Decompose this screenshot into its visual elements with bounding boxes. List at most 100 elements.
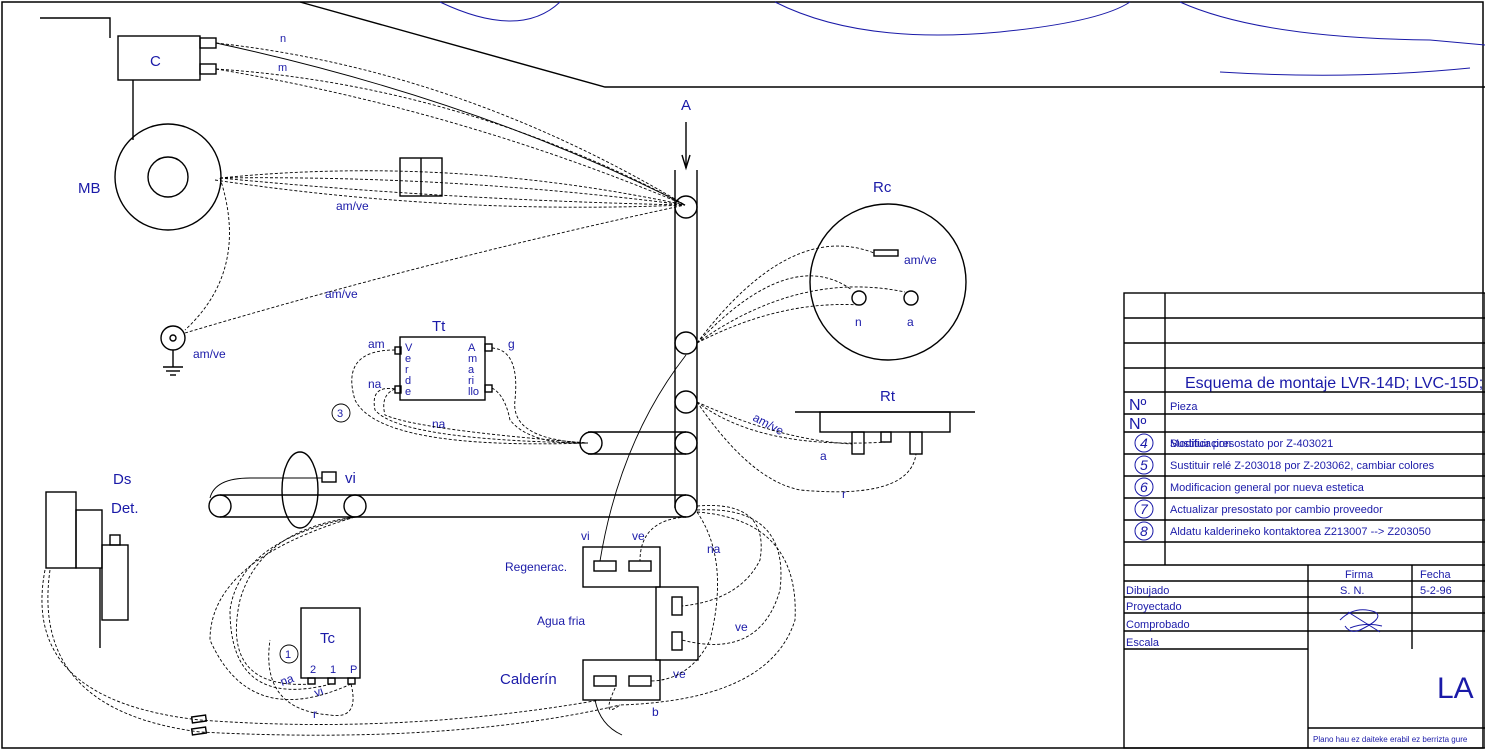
- valve-label-ve-2: ve: [735, 620, 748, 634]
- tt-verde-letter: r: [405, 364, 409, 376]
- tt-label-na-2: na: [432, 417, 446, 431]
- component-rc: Rc am/ve n a: [696, 179, 967, 361]
- label-tc: Tc: [320, 630, 336, 647]
- tb-mod-text: Modificacion general por nueva estetica: [1170, 482, 1365, 494]
- tb-modificacion: Modificacion: [1170, 438, 1231, 450]
- label-mb: MB: [78, 180, 101, 197]
- probe-label-vi: vi: [345, 470, 356, 487]
- component-rt: Rt am/ve a r: [696, 388, 975, 501]
- tb-pieza: Pieza: [1170, 401, 1198, 413]
- label-c: C: [150, 53, 161, 70]
- tt-verde-letter: d: [405, 375, 411, 387]
- tb-mod-number: 4: [1140, 435, 1148, 451]
- tt-label-am: am: [368, 337, 385, 351]
- tt-amarillo-letter: ri: [468, 375, 474, 387]
- tt-verde-letter: V: [405, 342, 413, 354]
- rc-label-amve: am/ve: [904, 253, 937, 267]
- tb-mod-number-circle: [1134, 499, 1154, 519]
- tb-col-no-2: Nº: [1129, 416, 1147, 433]
- valve-label-ve-3: ve: [673, 667, 686, 681]
- label-rt: Rt: [880, 388, 896, 405]
- rt-label-a: a: [820, 449, 827, 463]
- tb-footer: Plano hau ez daiteke erabil ez berrizta …: [1313, 735, 1468, 744]
- tb-firma: Firma: [1345, 569, 1374, 581]
- tb-mod-text: Sustituir presostato por Z-403021: [1170, 438, 1333, 450]
- component-valves: Regenerac. Agua fria Calderín vi ve na v…: [500, 354, 796, 736]
- label-agua-fria: Agua fria: [537, 614, 585, 628]
- wire-label-m: m: [278, 62, 287, 74]
- tb-title: Esquema de montaje LVR-14D; LVC-15D;: [1185, 375, 1483, 392]
- valve-label-ve-1: ve: [632, 529, 645, 543]
- tb-mod-text: Sustituir relé Z-203018 por Z-203062, ca…: [1170, 460, 1435, 472]
- valve-label-b: b: [652, 705, 659, 719]
- valve-label-vi: vi: [581, 529, 590, 543]
- tc-label-na: na: [278, 671, 296, 689]
- tc-pin-2: 2: [310, 664, 316, 676]
- tb-mod-text: Aldatu kalderineko kontaktorea Z213007 -…: [1170, 526, 1431, 538]
- tb-mod-number: 8: [1140, 523, 1148, 539]
- tt-verde-letter: e: [405, 353, 411, 365]
- tb-mod-number-circle: [1134, 521, 1154, 541]
- wires-top: n m am/ve am/ve: [184, 33, 686, 334]
- ground-terminal: am/ve: [160, 325, 226, 376]
- tb-fecha: Fecha: [1420, 569, 1451, 581]
- tt-verde-letter: e: [405, 386, 411, 398]
- label-rc: Rc: [873, 179, 892, 196]
- callout-3: 3: [337, 408, 343, 420]
- title-block: Esquema de montaje LVR-14D; LVC-15D; Nº …: [1123, 292, 1485, 749]
- tc-pin-1: 1: [330, 664, 336, 676]
- component-mb: MB: [78, 123, 222, 231]
- tt-amarillo-letter: llo: [468, 386, 479, 398]
- tb-mod-number-circle: [1134, 477, 1154, 497]
- tc-pin-p: P: [350, 664, 357, 676]
- tt-label-na-1: na: [368, 377, 382, 391]
- tt-amarillo-letter: m: [468, 353, 477, 365]
- label-tt: Tt: [432, 318, 446, 335]
- tb-dibujado-firma: S. N.: [1340, 585, 1364, 597]
- tb-mod-number-circle: [1134, 455, 1154, 475]
- tc-label-r: r: [313, 707, 317, 721]
- tb-proyectado: Proyectado: [1126, 601, 1182, 613]
- label-regenerac: Regenerac.: [505, 560, 567, 574]
- connector-block: [399, 157, 443, 197]
- callout-1: 1: [285, 649, 291, 661]
- component-ds: Ds Det.: [41, 471, 621, 736]
- rt-label-r: r: [842, 487, 846, 501]
- rc-label-n: n: [855, 315, 862, 329]
- component-c: C: [40, 17, 217, 140]
- wire-label-amve-2: am/ve: [325, 287, 358, 301]
- ground-label-amve: am/ve: [193, 347, 226, 361]
- tb-logo-fragment: LA: [1437, 672, 1474, 705]
- label-det: Det.: [111, 500, 139, 517]
- tt-label-g: g: [508, 337, 515, 351]
- tb-mod-number: 5: [1140, 457, 1148, 473]
- probe-vi: vi: [209, 451, 356, 529]
- rc-label-a: a: [907, 315, 914, 329]
- tt-amarillo-letter: A: [468, 342, 476, 354]
- tb-mod-text: Actualizar presostato por cambio proveed…: [1170, 504, 1383, 516]
- tb-dibujado-fecha: 5-2-96: [1420, 585, 1452, 597]
- tb-mod-number: 6: [1140, 479, 1148, 495]
- appliance-outline: [299, 1, 1485, 88]
- tb-signature: [1339, 609, 1383, 633]
- tb-mod-number-circle: [1134, 433, 1154, 453]
- harness-horizontal: [208, 431, 686, 518]
- label-calderin: Calderín: [500, 671, 557, 688]
- component-tc: Tc 2 1 P 1 na vi r: [209, 516, 361, 721]
- tb-dibujado: Dibujado: [1126, 585, 1169, 597]
- tb-escala: Escala: [1126, 637, 1160, 649]
- wire-label-n: n: [280, 33, 286, 45]
- tb-comprobado: Comprobado: [1126, 619, 1190, 631]
- tt-amarillo-letter: a: [468, 364, 475, 376]
- wire-label-amve-1: am/ve: [336, 199, 369, 213]
- rt-label-amve: am/ve: [751, 410, 787, 438]
- tb-modifications-list: 4 Sustituir presostato por Z-403021 5 Susti…: [1134, 433, 1435, 541]
- label-ds: Ds: [113, 471, 131, 488]
- tb-col-no-1: Nº: [1129, 397, 1147, 414]
- label-a: A: [681, 97, 691, 114]
